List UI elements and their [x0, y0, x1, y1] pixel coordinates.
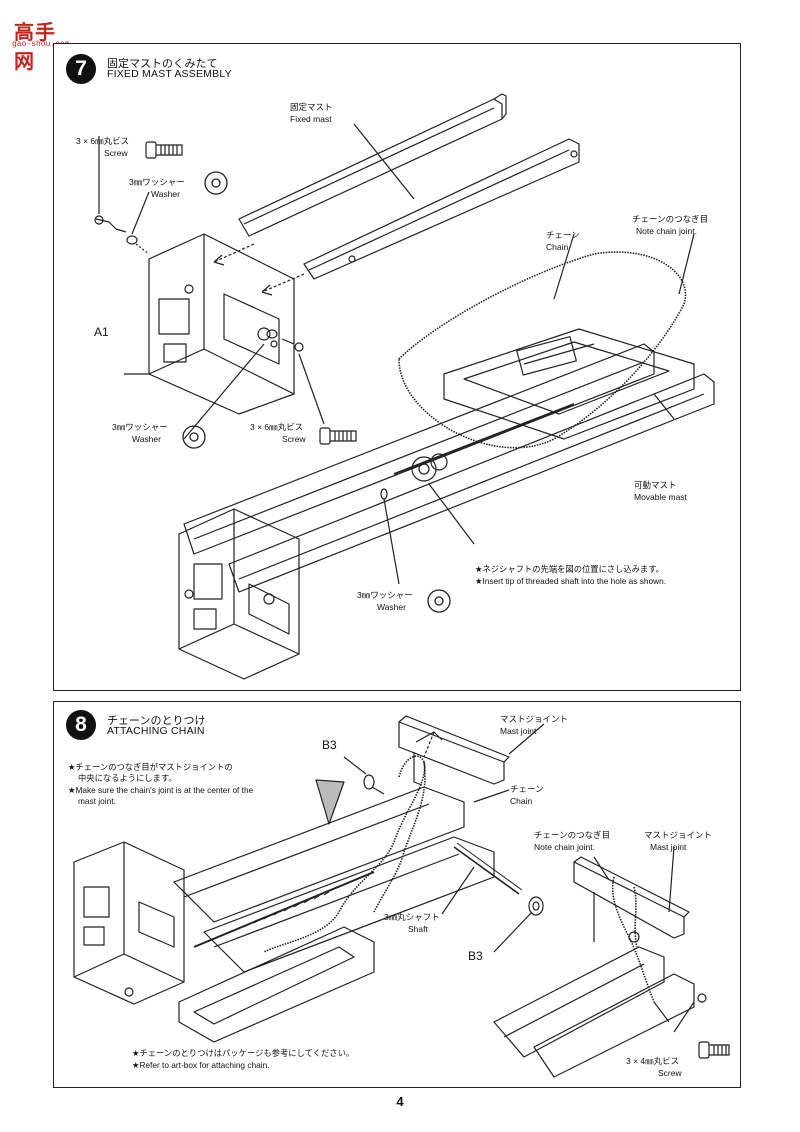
label-screw-en: Screw [658, 1068, 682, 1078]
note-art-box-jp: ★チェーンのとりつけはパッケージも参考にしてください。 [132, 1048, 355, 1058]
label-screw1-en: Screw [104, 148, 128, 158]
step-number-badge: 7 [66, 54, 96, 84]
step-number-badge: 8 [66, 710, 96, 740]
step-title-en: ATTACHING CHAIN [107, 725, 205, 737]
watermark-title: 高手网 [14, 22, 56, 73]
label-b3-bottom: B3 [468, 949, 483, 963]
label-chain-joint-en: Note chain joint. [534, 842, 595, 852]
label-washer1-en: Washer [151, 189, 180, 199]
note-art-box-en: ★Refer to art-box for attaching chain. [132, 1060, 270, 1070]
label-screw1-jp: 3 × 6㎜丸ビス [76, 136, 130, 146]
note-chain-joint-jp-2: 中央になるようにします。 [78, 773, 177, 783]
label-washer1-jp: 3㎜ワッシャー [129, 177, 185, 187]
note-chain-joint-en-1: ★Make sure the chain's joint is at the c… [68, 785, 254, 795]
label-chain-joint-jp: チェーンのつなぎ目 [632, 214, 709, 224]
label-screw2-en: Screw [282, 434, 306, 444]
label-mast-joint2-jp: マストジョイント [644, 830, 713, 840]
note-chain-joint-jp-1: ★チェーンのつなぎ目がマストジョイントの [68, 762, 233, 772]
label-washer3-en: Washer [377, 602, 406, 612]
note-threaded-shaft-en: ★Insert tip of threaded shaft into the h… [475, 576, 667, 586]
label-shaft-en: Shaft [408, 924, 428, 934]
step-8-panel: 8 チェーンのとりつけ ATTACHING CHAIN ★チェーンのつなぎ目がマ… [53, 701, 741, 1088]
label-fixed-mast-jp: 固定マスト [290, 102, 333, 112]
label-washer2-en: Washer [132, 434, 161, 444]
label-chain-jp: チェーン [546, 230, 580, 240]
label-washer2-jp: 3㎜ワッシャー [112, 422, 168, 432]
label-mast-joint2-en: Mast joint [650, 842, 687, 852]
label-screw-jp: 3 × 4㎜丸ビス [626, 1056, 680, 1066]
label-movable-mast-en: Movable mast [634, 492, 687, 502]
label-mast-joint1-en: Mast joint [500, 726, 537, 736]
label-screw2-jp: 3 × 6㎜丸ビス [250, 422, 304, 432]
label-fixed-mast-en: Fixed mast [290, 114, 332, 124]
step-7-panel: 7 固定マストのくみたて FIXED MAST ASSEMBLY 固定マスト F… [53, 43, 741, 691]
page-number: 4 [396, 1094, 404, 1109]
step-title-jp: チェーンのとりつけ [107, 715, 206, 727]
label-chain-joint-en: Note chain joint. [636, 226, 697, 236]
label-chain-jp: チェーン [510, 784, 544, 794]
label-mast-joint1-jp: マストジョイント [500, 714, 569, 724]
label-a1: A1 [94, 325, 109, 339]
label-b3-top: B3 [322, 738, 337, 752]
fixed-mast-assembly-illustration [94, 93, 715, 680]
watermark-url: gao-shou.com [12, 40, 70, 49]
label-washer3-jp: 3㎜ワッシャー [357, 590, 413, 600]
note-threaded-shaft-jp: ★ネジシャフトの先端を図の位置にさし込みます。 [475, 564, 664, 574]
watermark-logo: 高手网 gao-shou.com [6, 6, 76, 73]
attaching-chain-illustration [73, 715, 730, 1078]
note-chain-joint-en-2: mast joint. [78, 796, 116, 806]
step-title-jp: 固定マストのくみたて [107, 58, 218, 70]
label-chain-en: Chain [546, 242, 569, 252]
label-shaft-jp: 3㎜丸シャフト [384, 912, 440, 922]
label-chain-joint-jp: チェーンのつなぎ目 [534, 830, 611, 840]
label-movable-mast-jp: 可動マスト [634, 480, 677, 490]
label-chain-en: Chain [510, 796, 533, 806]
step-title-en: FIXED MAST ASSEMBLY [107, 68, 232, 80]
